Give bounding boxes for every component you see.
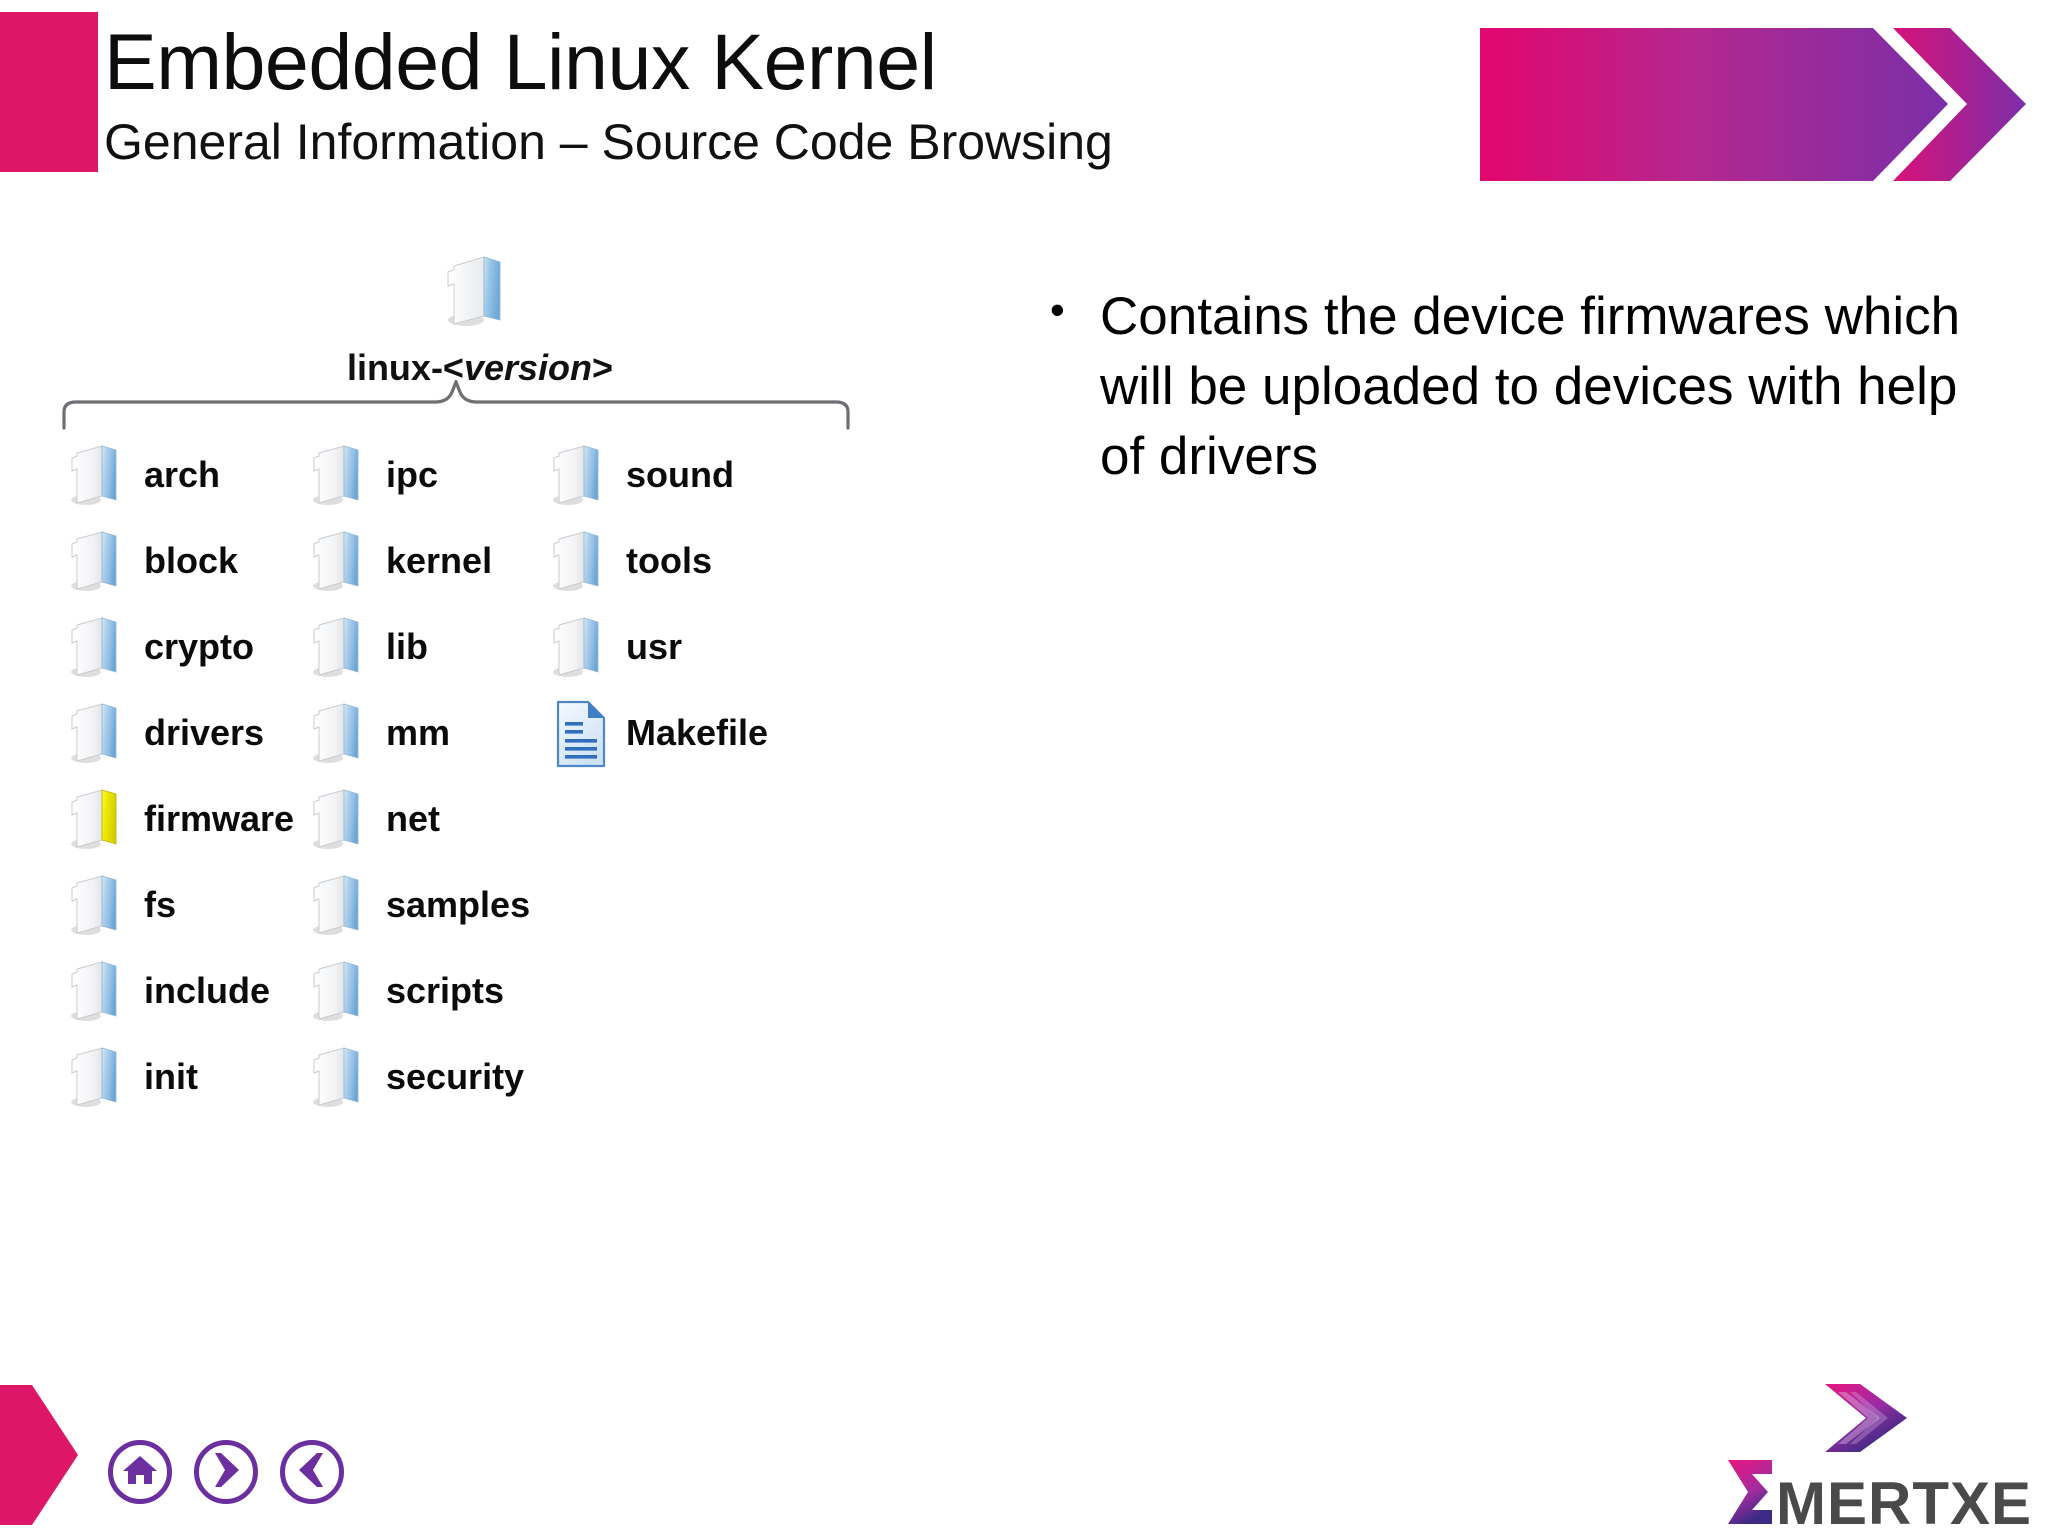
tree-item-drivers[interactable]: drivers [68, 690, 318, 776]
tree-root-label: linux-<version> [330, 347, 630, 389]
tree-item-label: security [386, 1056, 525, 1097]
tree-item-label: init [144, 1056, 198, 1097]
tree-item-mm[interactable]: mm [310, 690, 560, 776]
folder-column-2: ipc kernel [310, 432, 560, 1120]
tree-item-label: fs [144, 884, 177, 925]
tree-item-samples[interactable]: samples [310, 862, 560, 948]
chevron-right-icon [211, 1452, 241, 1493]
tree-item-sound[interactable]: sound [550, 432, 830, 518]
folder-icon [310, 526, 372, 596]
logo-wordmark: MERTXE [1776, 1470, 2030, 1532]
tree-item-block[interactable]: block [68, 518, 318, 604]
tree-item-label: Makefile [626, 712, 769, 753]
tree-item-label: samples [386, 884, 531, 925]
tree-item-label: firmware [144, 798, 295, 839]
root-label-prefix: linux-< [346, 347, 464, 388]
tree-item-kernel[interactable]: kernel [310, 518, 560, 604]
tree-item-crypto[interactable]: crypto [68, 604, 318, 690]
bullet-panel: • Contains the device firmwares which wi… [1040, 282, 1970, 492]
title-block: Embedded Linux Kernel General Informatio… [104, 17, 1384, 170]
footer-nav [108, 1440, 344, 1504]
root-label-suffix: > [592, 347, 614, 388]
home-icon [122, 1453, 158, 1492]
folder-icon [310, 956, 372, 1026]
tree-item-label: ipc [386, 454, 439, 495]
tree-item-label: arch [144, 454, 221, 495]
folder-icon [444, 256, 516, 340]
folder-icon [550, 612, 612, 682]
folder-icon [68, 870, 130, 940]
header-arrow-graphic [1480, 22, 2028, 187]
tree-item-scripts[interactable]: scripts [310, 948, 560, 1034]
tree-item-arch[interactable]: arch [68, 432, 318, 518]
folder-icon [68, 526, 130, 596]
list-item: • Contains the device firmwares which wi… [1040, 282, 1970, 492]
folder-icon [68, 1042, 130, 1112]
tree-item-label: mm [386, 712, 451, 753]
title-accent-bar [0, 12, 98, 172]
folder-icon [310, 612, 372, 682]
tree-item-fs[interactable]: fs [68, 862, 318, 948]
tree-item-security[interactable]: security [310, 1034, 560, 1120]
tree-item-net[interactable]: net [310, 776, 560, 862]
tree-item-label: block [144, 540, 239, 581]
folder-icon [310, 698, 372, 768]
home-button[interactable] [108, 1440, 172, 1504]
tree-item-usr[interactable]: usr [550, 604, 830, 690]
previous-button[interactable] [280, 1440, 344, 1504]
bullet-marker: • [1050, 286, 1065, 333]
folder-icon [68, 440, 130, 510]
folder-tree: linux-<version> arch [0, 250, 1020, 1360]
tree-item-label: scripts [386, 970, 505, 1011]
tree-item-label: lib [386, 626, 428, 667]
document-icon [550, 698, 612, 768]
tree-item-label: crypto [144, 626, 255, 667]
tree-item-label: usr [626, 626, 683, 667]
folder-icon [68, 784, 130, 854]
folder-icon [310, 440, 372, 510]
tree-item-init[interactable]: init [68, 1034, 318, 1120]
tree-item-label: kernel [386, 540, 493, 581]
tree-item-label: tools [626, 540, 712, 581]
tree-item-include[interactable]: include [68, 948, 318, 1034]
page-subtitle: General Information – Source Code Browsi… [104, 113, 1113, 170]
next-button[interactable] [194, 1440, 258, 1504]
tree-item-lib[interactable]: lib [310, 604, 560, 690]
tree-item-makefile[interactable]: Makefile [550, 690, 830, 776]
folder-icon [310, 870, 372, 940]
folder-icon [310, 784, 372, 854]
folder-icon [310, 1042, 372, 1112]
tree-item-label: include [144, 970, 271, 1011]
tree-item-ipc[interactable]: ipc [310, 432, 560, 518]
folder-icon [550, 440, 612, 510]
tree-root-node[interactable]: linux-<version> [330, 250, 630, 389]
tree-brace [60, 377, 850, 430]
tree-item-label: net [386, 798, 440, 839]
chevron-left-icon [297, 1452, 327, 1493]
tree-item-label: drivers [144, 712, 265, 753]
tree-item-label: sound [626, 454, 734, 495]
page-title: Embedded Linux Kernel [104, 17, 937, 106]
folder-icon [550, 526, 612, 596]
tree-item-tools[interactable]: tools [550, 518, 830, 604]
folder-icon [68, 698, 130, 768]
root-label-version: version [463, 347, 593, 388]
emertxe-logo: MERTXE [1710, 1382, 2031, 1535]
folder-column-3: sound tools [550, 432, 830, 776]
tree-item-firmware[interactable]: firmware [68, 776, 318, 862]
folder-icon [68, 612, 130, 682]
bullet-text: Contains the device firmwares which will… [1100, 287, 1961, 486]
footer-accent-arrow [0, 1385, 92, 1525]
folder-column-1: arch block [68, 432, 318, 1120]
folder-icon [68, 956, 130, 1026]
